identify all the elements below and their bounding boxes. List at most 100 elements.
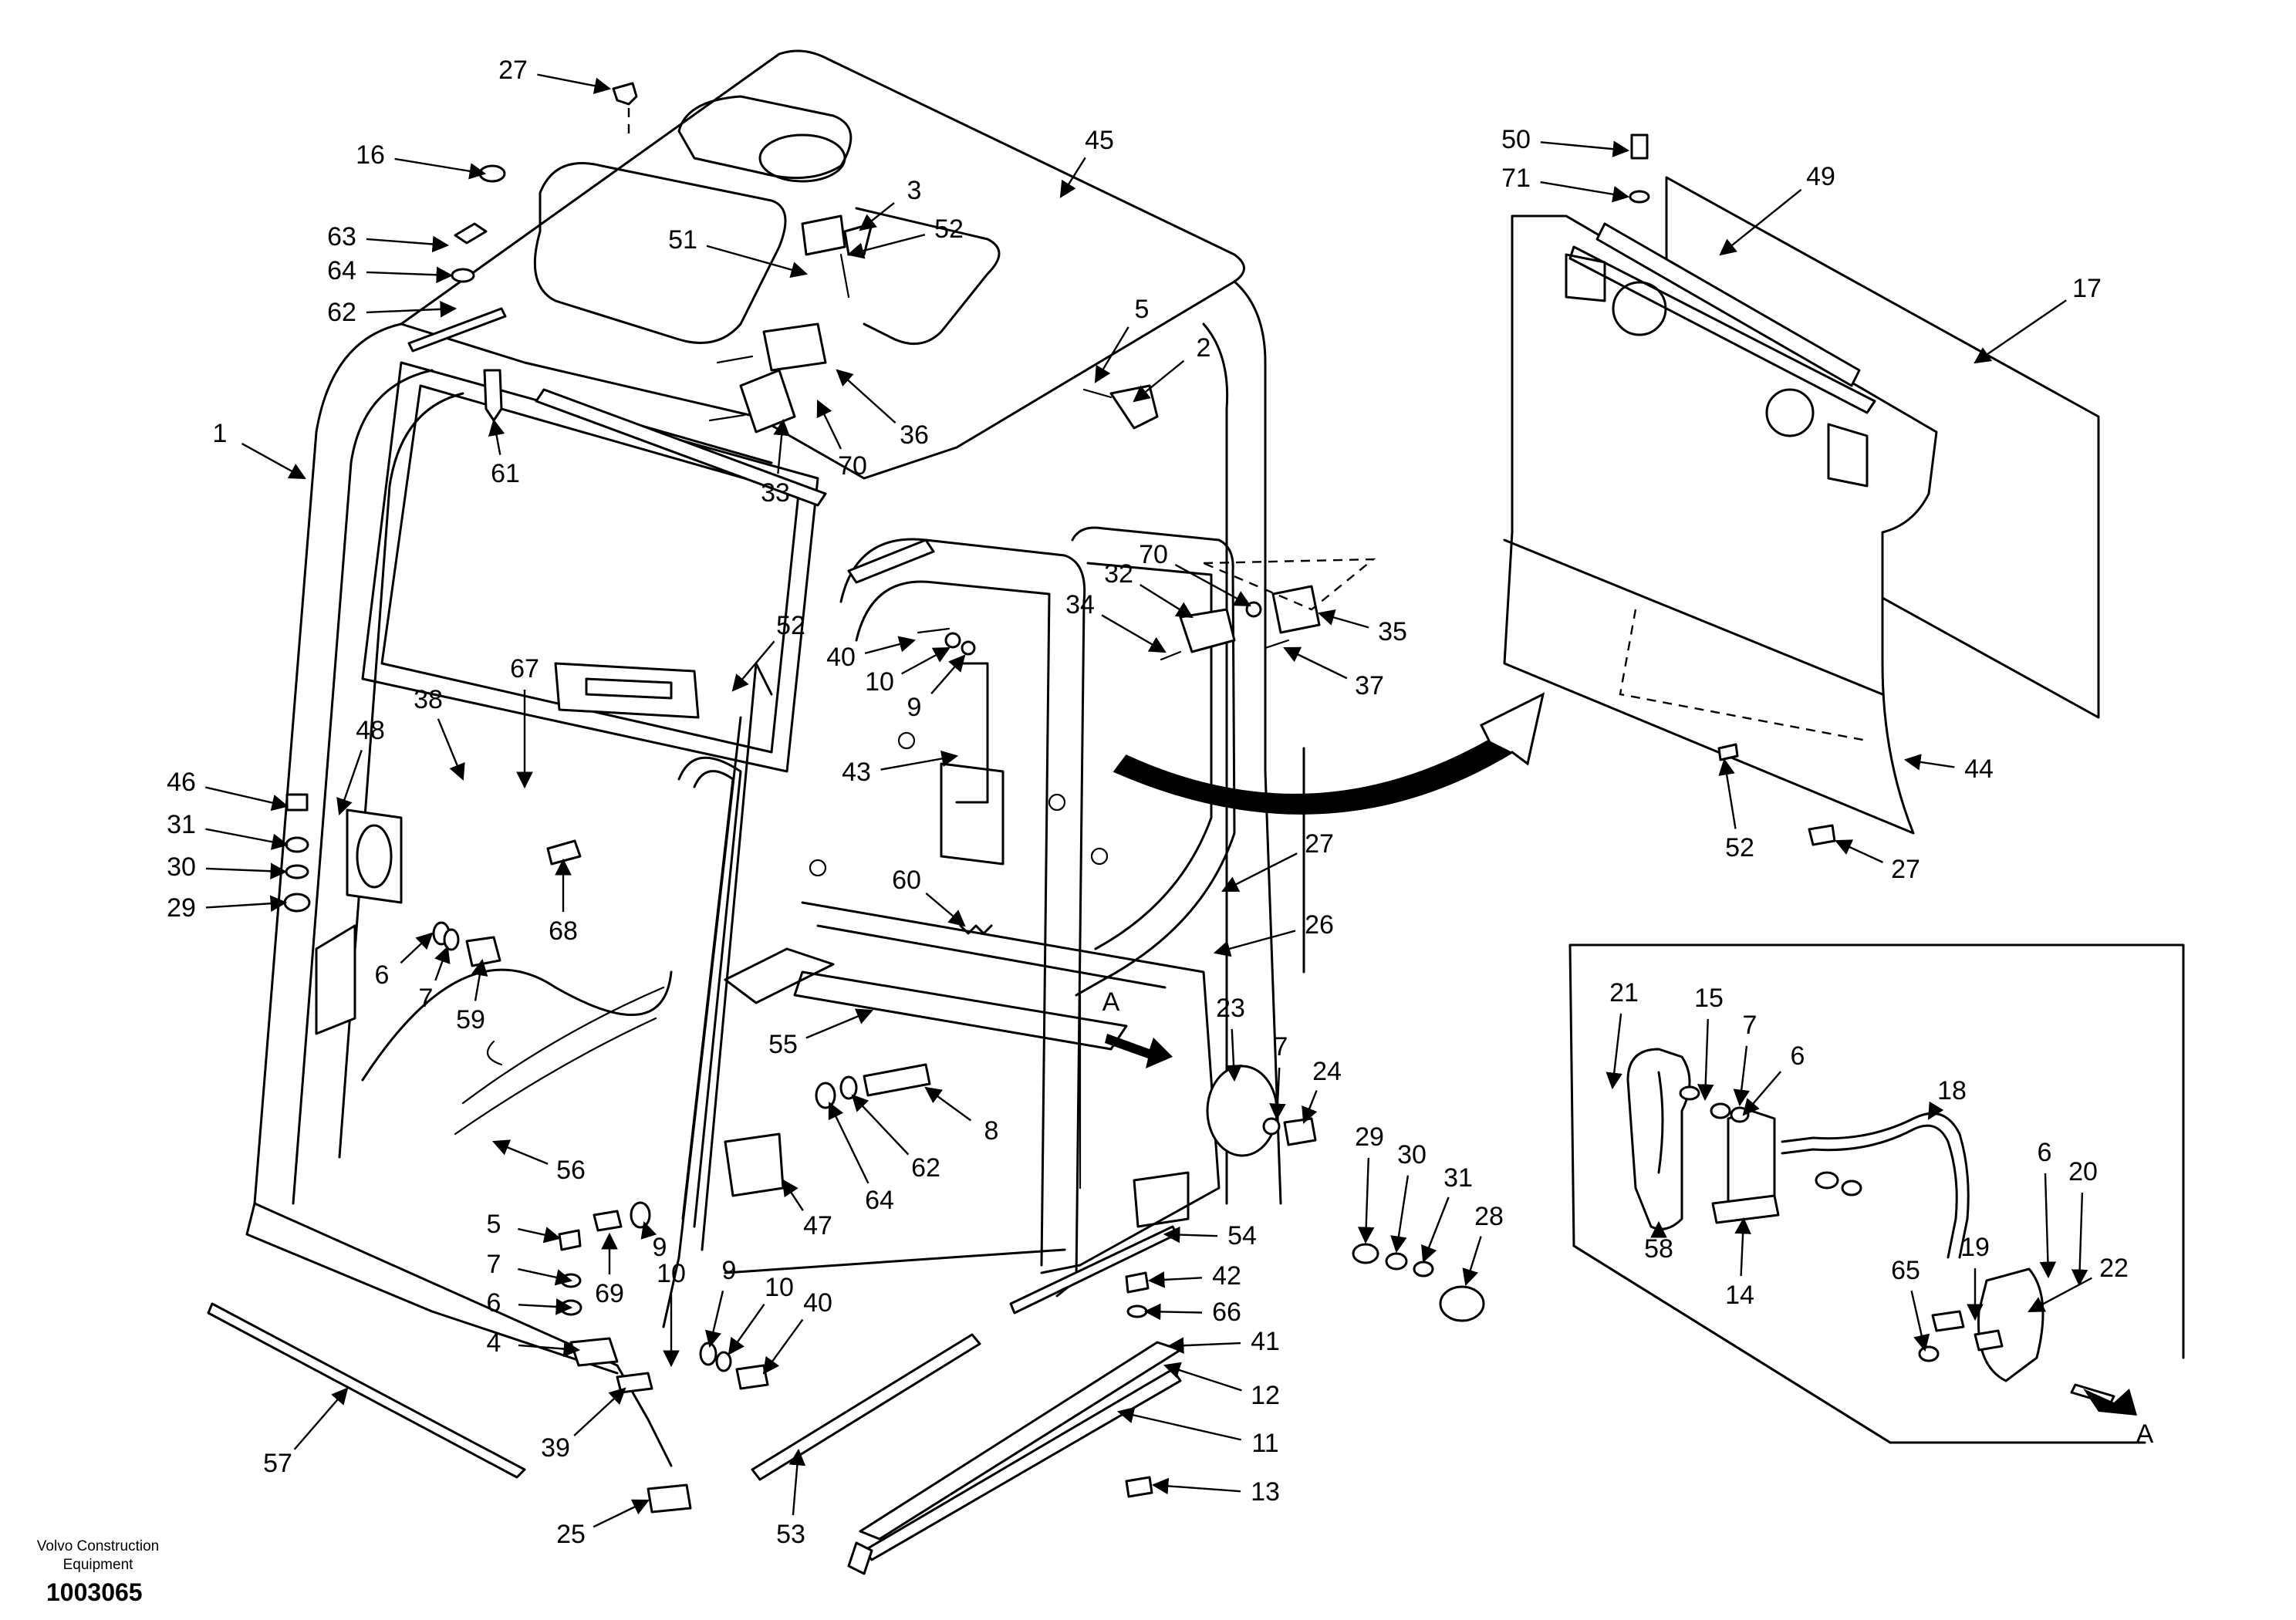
leader-c47	[782, 1179, 804, 1211]
leader-c50	[1540, 140, 1630, 157]
leader-c24	[1302, 1090, 1318, 1125]
view-A-arrow	[1105, 1034, 1173, 1068]
callout-c45: 45	[1085, 126, 1114, 155]
leader-c18	[1927, 1101, 1944, 1120]
callout-c9a: 9	[907, 693, 922, 722]
leader-c40a	[864, 636, 917, 655]
leader-c54	[1163, 1226, 1218, 1244]
leader-c41	[1167, 1337, 1241, 1354]
leader-c52a	[846, 234, 926, 259]
leader-c31a	[205, 828, 289, 850]
callout-c71: 71	[1501, 164, 1531, 193]
callout-c40b: 40	[803, 1288, 832, 1318]
callout-c31a: 31	[167, 810, 196, 839]
callout-c62a: 62	[327, 298, 356, 327]
callout-c22: 22	[2099, 1254, 2129, 1283]
callout-c31b: 31	[1443, 1163, 1473, 1193]
leader-c16	[394, 157, 487, 180]
callout-c23: 23	[1216, 994, 1245, 1023]
leader-c42	[1147, 1271, 1203, 1288]
callout-c5a: 5	[1135, 295, 1150, 324]
leader-c6b	[518, 1298, 573, 1315]
leader-c5a	[1094, 326, 1129, 383]
leader-c26	[1213, 930, 1296, 957]
callout-c4: 4	[487, 1328, 501, 1358]
leader-c66	[1143, 1303, 1203, 1321]
leader-c49	[1719, 188, 1802, 256]
callout-c24: 24	[1312, 1057, 1342, 1086]
callout-c1: 1	[213, 419, 228, 448]
leader-c60	[925, 892, 966, 927]
callout-cA2: A	[2136, 1419, 2154, 1449]
leader-c31b	[1421, 1196, 1450, 1264]
leader-c6c	[1742, 1071, 1782, 1116]
callout-c49: 49	[1806, 162, 1835, 191]
leader-c8	[924, 1086, 972, 1122]
leader-c52c	[1718, 758, 1737, 829]
callout-c27b: 27	[1305, 829, 1334, 859]
callout-c53: 53	[776, 1520, 805, 1549]
leader-c64b	[828, 1102, 869, 1184]
callout-c52a: 52	[934, 214, 964, 244]
callout-c14: 14	[1725, 1281, 1754, 1310]
leader-c44	[1903, 754, 1955, 771]
leader-c17	[1974, 299, 2067, 364]
leader-c35	[1317, 609, 1369, 629]
callout-c38: 38	[414, 685, 443, 714]
leader-c9c	[704, 1290, 724, 1348]
callout-c57: 57	[263, 1449, 292, 1478]
callout-c36: 36	[900, 420, 929, 450]
callout-c7b: 7	[1274, 1032, 1288, 1061]
callout-c27a: 27	[498, 56, 528, 85]
callout-c47: 47	[803, 1211, 832, 1240]
callout-c9b: 9	[653, 1233, 667, 1262]
callout-c44: 44	[1964, 754, 1994, 784]
detail-view-A	[1568, 943, 2185, 1444]
leader-c30a	[205, 862, 288, 880]
leader-c52b	[731, 640, 775, 692]
leader-c10c	[728, 1303, 765, 1355]
leader-c6d	[2039, 1173, 2057, 1279]
leader-c32	[1140, 584, 1194, 619]
callout-c6b: 6	[487, 1288, 501, 1318]
callout-c59: 59	[456, 1005, 485, 1034]
callout-c20: 20	[2068, 1157, 2098, 1186]
callout-c30a: 30	[167, 852, 196, 882]
callout-c68: 68	[549, 916, 578, 946]
leader-c20	[2071, 1192, 2088, 1287]
callout-c54: 54	[1227, 1221, 1257, 1250]
callout-c66: 66	[1212, 1298, 1241, 1327]
callout-c37: 37	[1355, 671, 1384, 700]
leader-c12	[1163, 1362, 1242, 1392]
callout-c7a: 7	[419, 984, 434, 1013]
leader-c13	[1151, 1477, 1241, 1495]
leader-c40b	[762, 1318, 804, 1375]
drawing-number: 1003065	[46, 1578, 143, 1606]
leader-c22	[2028, 1277, 2092, 1313]
callout-c33: 33	[761, 478, 790, 508]
leader-c71	[1540, 181, 1630, 203]
leader-c45	[1059, 157, 1086, 198]
leader-c3	[859, 202, 895, 231]
leader-c33	[773, 418, 790, 474]
callout-c46: 46	[167, 768, 196, 797]
leader-c70a	[816, 400, 842, 450]
leader-c63	[366, 235, 450, 253]
callout-c7d: 7	[1743, 1011, 1757, 1040]
callout-c43: 43	[842, 758, 871, 787]
callout-c58: 58	[1644, 1234, 1673, 1264]
callout-c56: 56	[556, 1156, 586, 1185]
callout-c29a: 29	[167, 893, 196, 923]
callout-c65: 65	[1891, 1256, 1920, 1285]
leader-c27b	[1221, 852, 1298, 893]
callout-c70b: 70	[1139, 540, 1168, 569]
fasteners	[283, 82, 1485, 1514]
leader-c2	[1133, 359, 1185, 403]
callout-c19: 19	[1960, 1233, 1990, 1262]
leader-c34	[1101, 614, 1167, 653]
callout-c25: 25	[556, 1520, 586, 1549]
callout-c35: 35	[1378, 617, 1407, 646]
callout-c63: 63	[327, 222, 356, 251]
